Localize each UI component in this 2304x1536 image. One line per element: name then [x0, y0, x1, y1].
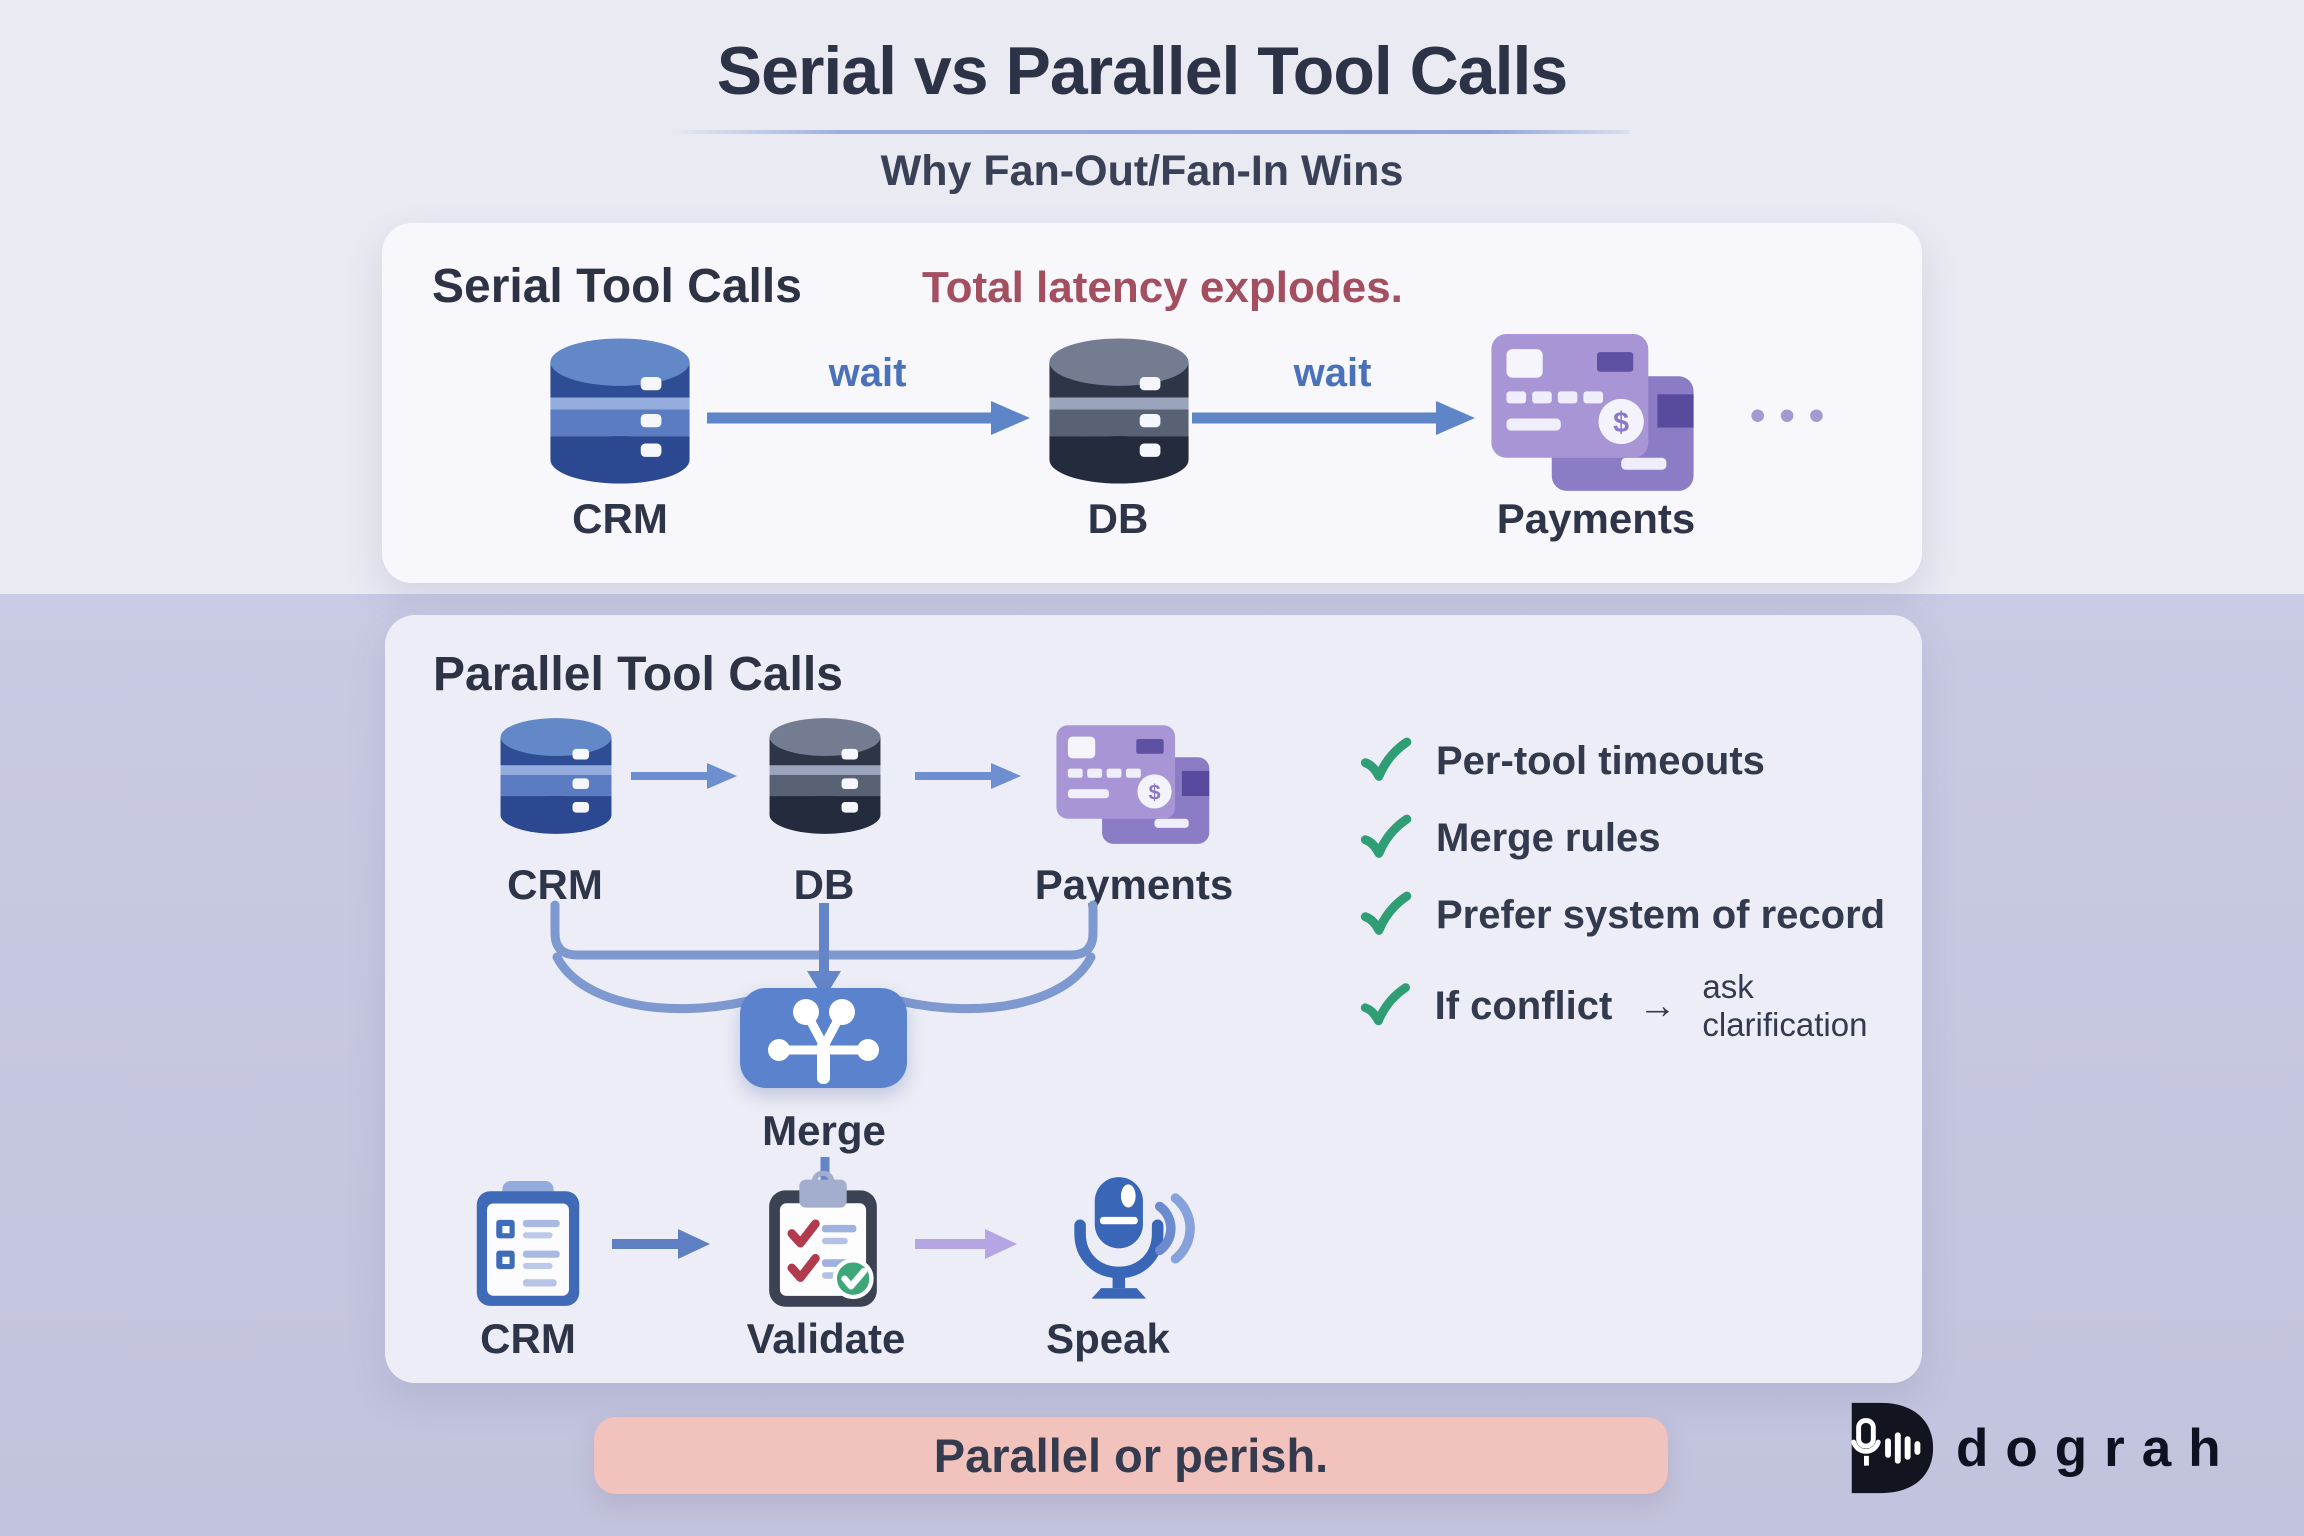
svg-text:$: $ — [1149, 779, 1161, 804]
payments-cards-icon: $ — [1488, 331, 1700, 503]
checklist-item-conflict: If conflict → ask clarification — [1360, 968, 1922, 1044]
db-database-icon — [1045, 335, 1193, 487]
wait-label-1: wait — [828, 351, 907, 395]
brand-name: dograh — [1956, 1418, 2238, 1478]
parallel-payments-label: Payments — [1034, 861, 1234, 908]
parallel-heading: Parallel Tool Calls — [433, 648, 843, 701]
parallel-crm-label: CRM — [507, 861, 603, 908]
crm-database-icon — [546, 335, 694, 487]
bottom-crm-label: CRM — [480, 1315, 576, 1362]
check-icon — [1360, 983, 1410, 1026]
speak-microphone-icon — [1047, 1175, 1197, 1307]
serial-arrow-1 — [705, 398, 1030, 443]
merge-label: Merge — [762, 1107, 886, 1154]
checklist-text: If conflict — [1434, 983, 1613, 1028]
ellipsis-icon: ••• — [1750, 391, 1839, 440]
validate-clipboard-icon — [756, 1170, 890, 1311]
validate-label: Validate — [746, 1315, 906, 1362]
checklist-item-timeouts: Per-tool timeouts — [1360, 737, 1765, 785]
serial-db-label: DB — [1087, 495, 1149, 542]
fan-in-connector — [460, 895, 1220, 1110]
parallel-payments-cards-icon: $ — [1054, 723, 1214, 853]
checklist-item-merge-rules: Merge rules — [1360, 814, 1661, 862]
checklist-text: Per-tool timeouts — [1436, 738, 1765, 783]
tagline-text: Parallel or perish. — [933, 1429, 1329, 1482]
crm-validate-arrow — [610, 1227, 710, 1266]
serial-heading: Serial Tool Calls — [432, 260, 802, 313]
page-subtitle: Why Fan-Out/Fan-In Wins — [880, 147, 1404, 195]
arrow-right-icon: → — [1638, 984, 1677, 1027]
page-title: Serial vs Parallel Tool Calls — [716, 33, 1568, 109]
check-icon — [1360, 891, 1412, 935]
serial-payments-label: Payments — [1496, 495, 1696, 542]
latency-warning: Total latency explodes. — [922, 263, 1403, 312]
parallel-db-label: DB — [793, 861, 855, 908]
check-icon — [1360, 814, 1412, 858]
parallel-arrow-1 — [629, 761, 737, 796]
dograh-logo-icon — [1851, 1402, 1934, 1494]
title-underline — [668, 130, 1630, 134]
merge-node-icon — [740, 988, 907, 1088]
parallel-db-database-icon — [766, 715, 884, 837]
tagline-banner: Parallel or perish. — [594, 1417, 1668, 1494]
parallel-crm-database-icon — [497, 715, 615, 837]
validate-speak-arrow — [913, 1227, 1017, 1266]
svg-text:$: $ — [1613, 407, 1629, 439]
check-icon — [1360, 737, 1412, 781]
serial-panel: Serial Tool Calls Total latency explodes… — [382, 223, 1922, 583]
serial-arrow-2 — [1190, 398, 1475, 443]
parallel-panel: Parallel Tool Calls CRM — [385, 615, 1922, 1383]
checklist-text: Prefer system of record — [1436, 892, 1886, 937]
checklist-item-system-of-record: Prefer system of record — [1360, 891, 1885, 939]
serial-crm-label: CRM — [572, 495, 668, 542]
checklist-text: Merge rules — [1436, 815, 1661, 860]
parallel-arrow-2 — [913, 761, 1021, 796]
crm-clipboard-icon — [463, 1181, 593, 1309]
speak-label: Speak — [1046, 1315, 1170, 1362]
brand-logo: dograh — [1840, 1398, 2238, 1498]
checklist-suffix: ask clarification — [1702, 968, 1868, 1043]
wait-label-2: wait — [1293, 351, 1372, 395]
